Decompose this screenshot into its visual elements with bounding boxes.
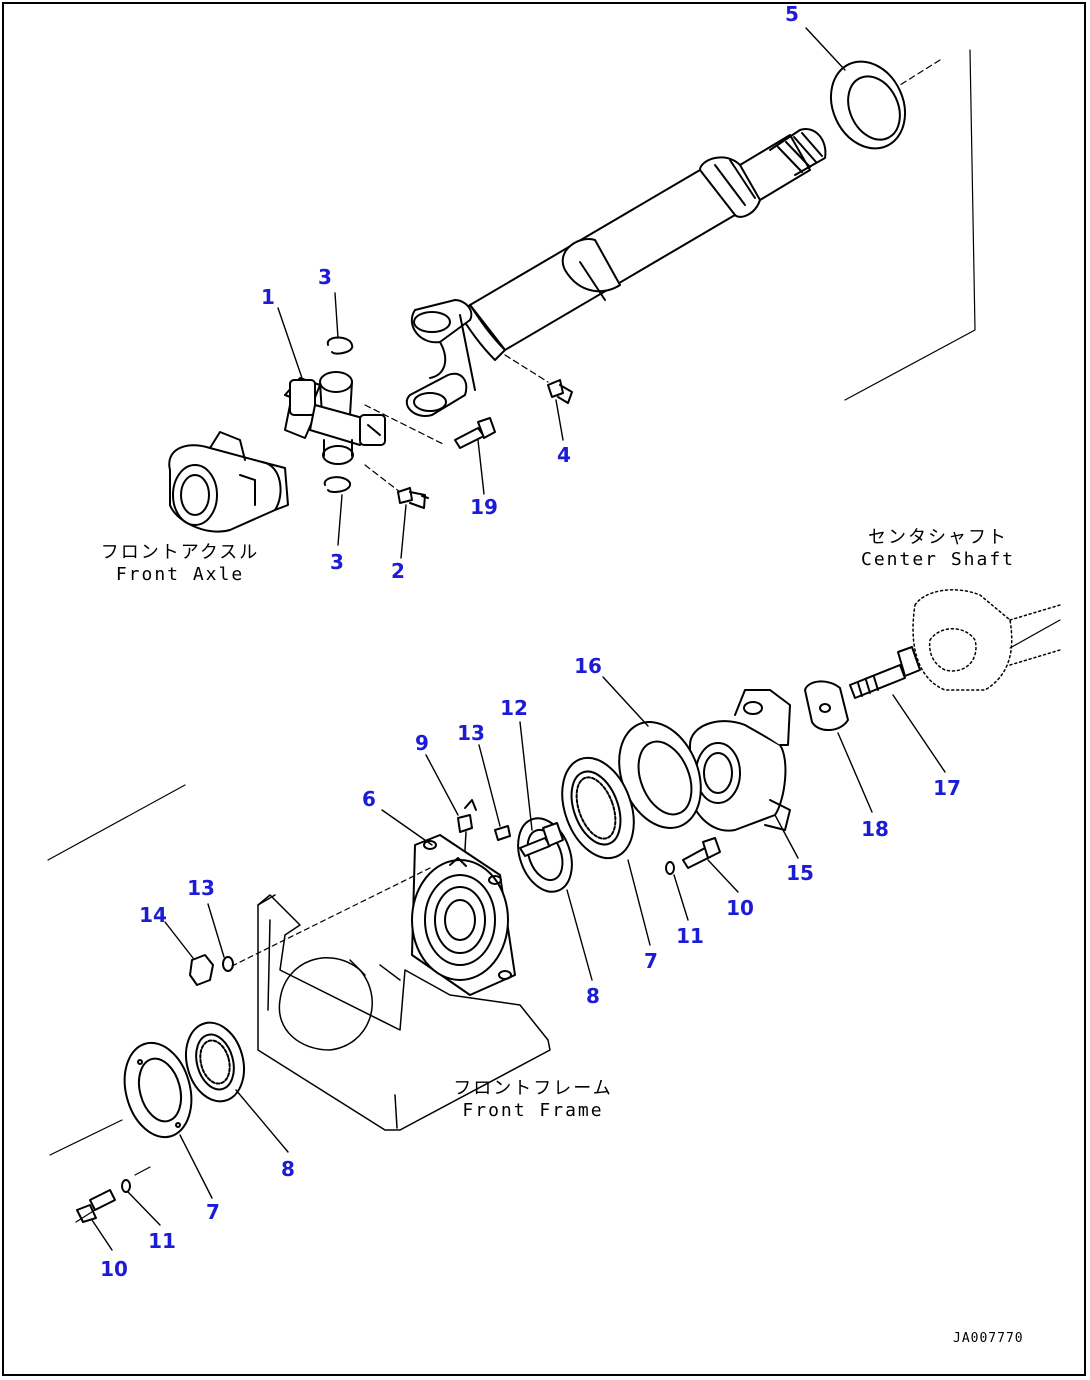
label-center-shaft: センタシャフト Center Shaft [861,527,1015,571]
label-center-shaft-jp: センタシャフト [867,527,1008,548]
snap-ring-3-upper [326,336,354,355]
callout-14: 14 [139,903,167,927]
universal-joint-1 [284,371,386,465]
oil-seal-8-lower [185,1021,245,1103]
grease-fitting-9 [457,799,477,869]
drawing-code: JA007770 [953,1331,1024,1346]
callout-13-upper: 13 [457,721,485,745]
callout-11-lower: 11 [148,1229,176,1253]
snap-ring-3-lower [323,476,352,493]
callout-19: 19 [470,495,498,519]
washer-13-upper [494,825,511,841]
callout-18: 18 [861,817,889,841]
centre-lines [364,49,976,493]
flange-yoke-15 [689,689,791,832]
oil-seal-5 [830,60,906,150]
label-front-frame-jp: フロントフレーム [453,1078,613,1099]
center-shaft [912,589,1061,691]
label-front-frame: フロントフレーム Front Frame [453,1078,612,1122]
grease-fitting-4 [547,379,573,404]
callout-12: 12 [500,696,528,720]
callout-17: 17 [933,776,961,800]
grease-fitting-2 [397,487,429,509]
callout-7-middle: 7 [644,949,658,973]
callout-10-middle: 10 [726,896,754,920]
bolt-10-middle [682,837,721,869]
bolt-19 [454,417,496,449]
front-frame [257,894,551,1131]
callout-7-lower: 7 [206,1200,220,1224]
callout-9: 9 [415,731,429,755]
washer-18 [804,680,849,731]
propeller-shaft [405,128,827,417]
callout-8-lower: 8 [281,1157,295,1181]
bearing-housing-6 [411,834,516,996]
label-front-axle-en: Front Axle [115,564,245,585]
callout-3-upper: 3 [318,265,332,289]
callout-10-lower: 10 [100,1257,128,1281]
dust-cover-16 [618,721,702,829]
bolt-12 [519,822,564,857]
callout-4: 4 [557,443,571,467]
callout-15: 15 [786,861,814,885]
callout-2: 2 [391,559,405,583]
callout-1: 1 [261,285,275,309]
seal-cover-7-lower [123,1041,193,1139]
label-front-frame-en: Front Frame [462,1100,604,1121]
washer-11-lower [121,1179,131,1193]
label-front-axle-jp: フロントアクスル [100,542,260,563]
leader-lines [91,27,946,1251]
axis-lines [47,619,1061,1223]
callout-3-lower: 3 [330,550,344,574]
washer-13-lower [222,956,234,972]
callout-8-middle: 8 [586,984,600,1008]
callout-13-lower: 13 [187,876,215,900]
callout-16: 16 [574,654,602,678]
seal-cover-7-middle [561,756,635,860]
label-center-shaft-en: Center Shaft [860,549,1016,570]
callout-11-middle: 11 [676,924,704,948]
bolt-17 [849,646,921,699]
label-front-axle: フロントアクスル Front Axle [101,542,260,586]
callout-5: 5 [785,2,799,26]
washer-11-middle [665,861,675,875]
front-axle-housing [168,431,289,533]
nut-14 [189,954,214,986]
callout-6: 6 [362,787,376,811]
